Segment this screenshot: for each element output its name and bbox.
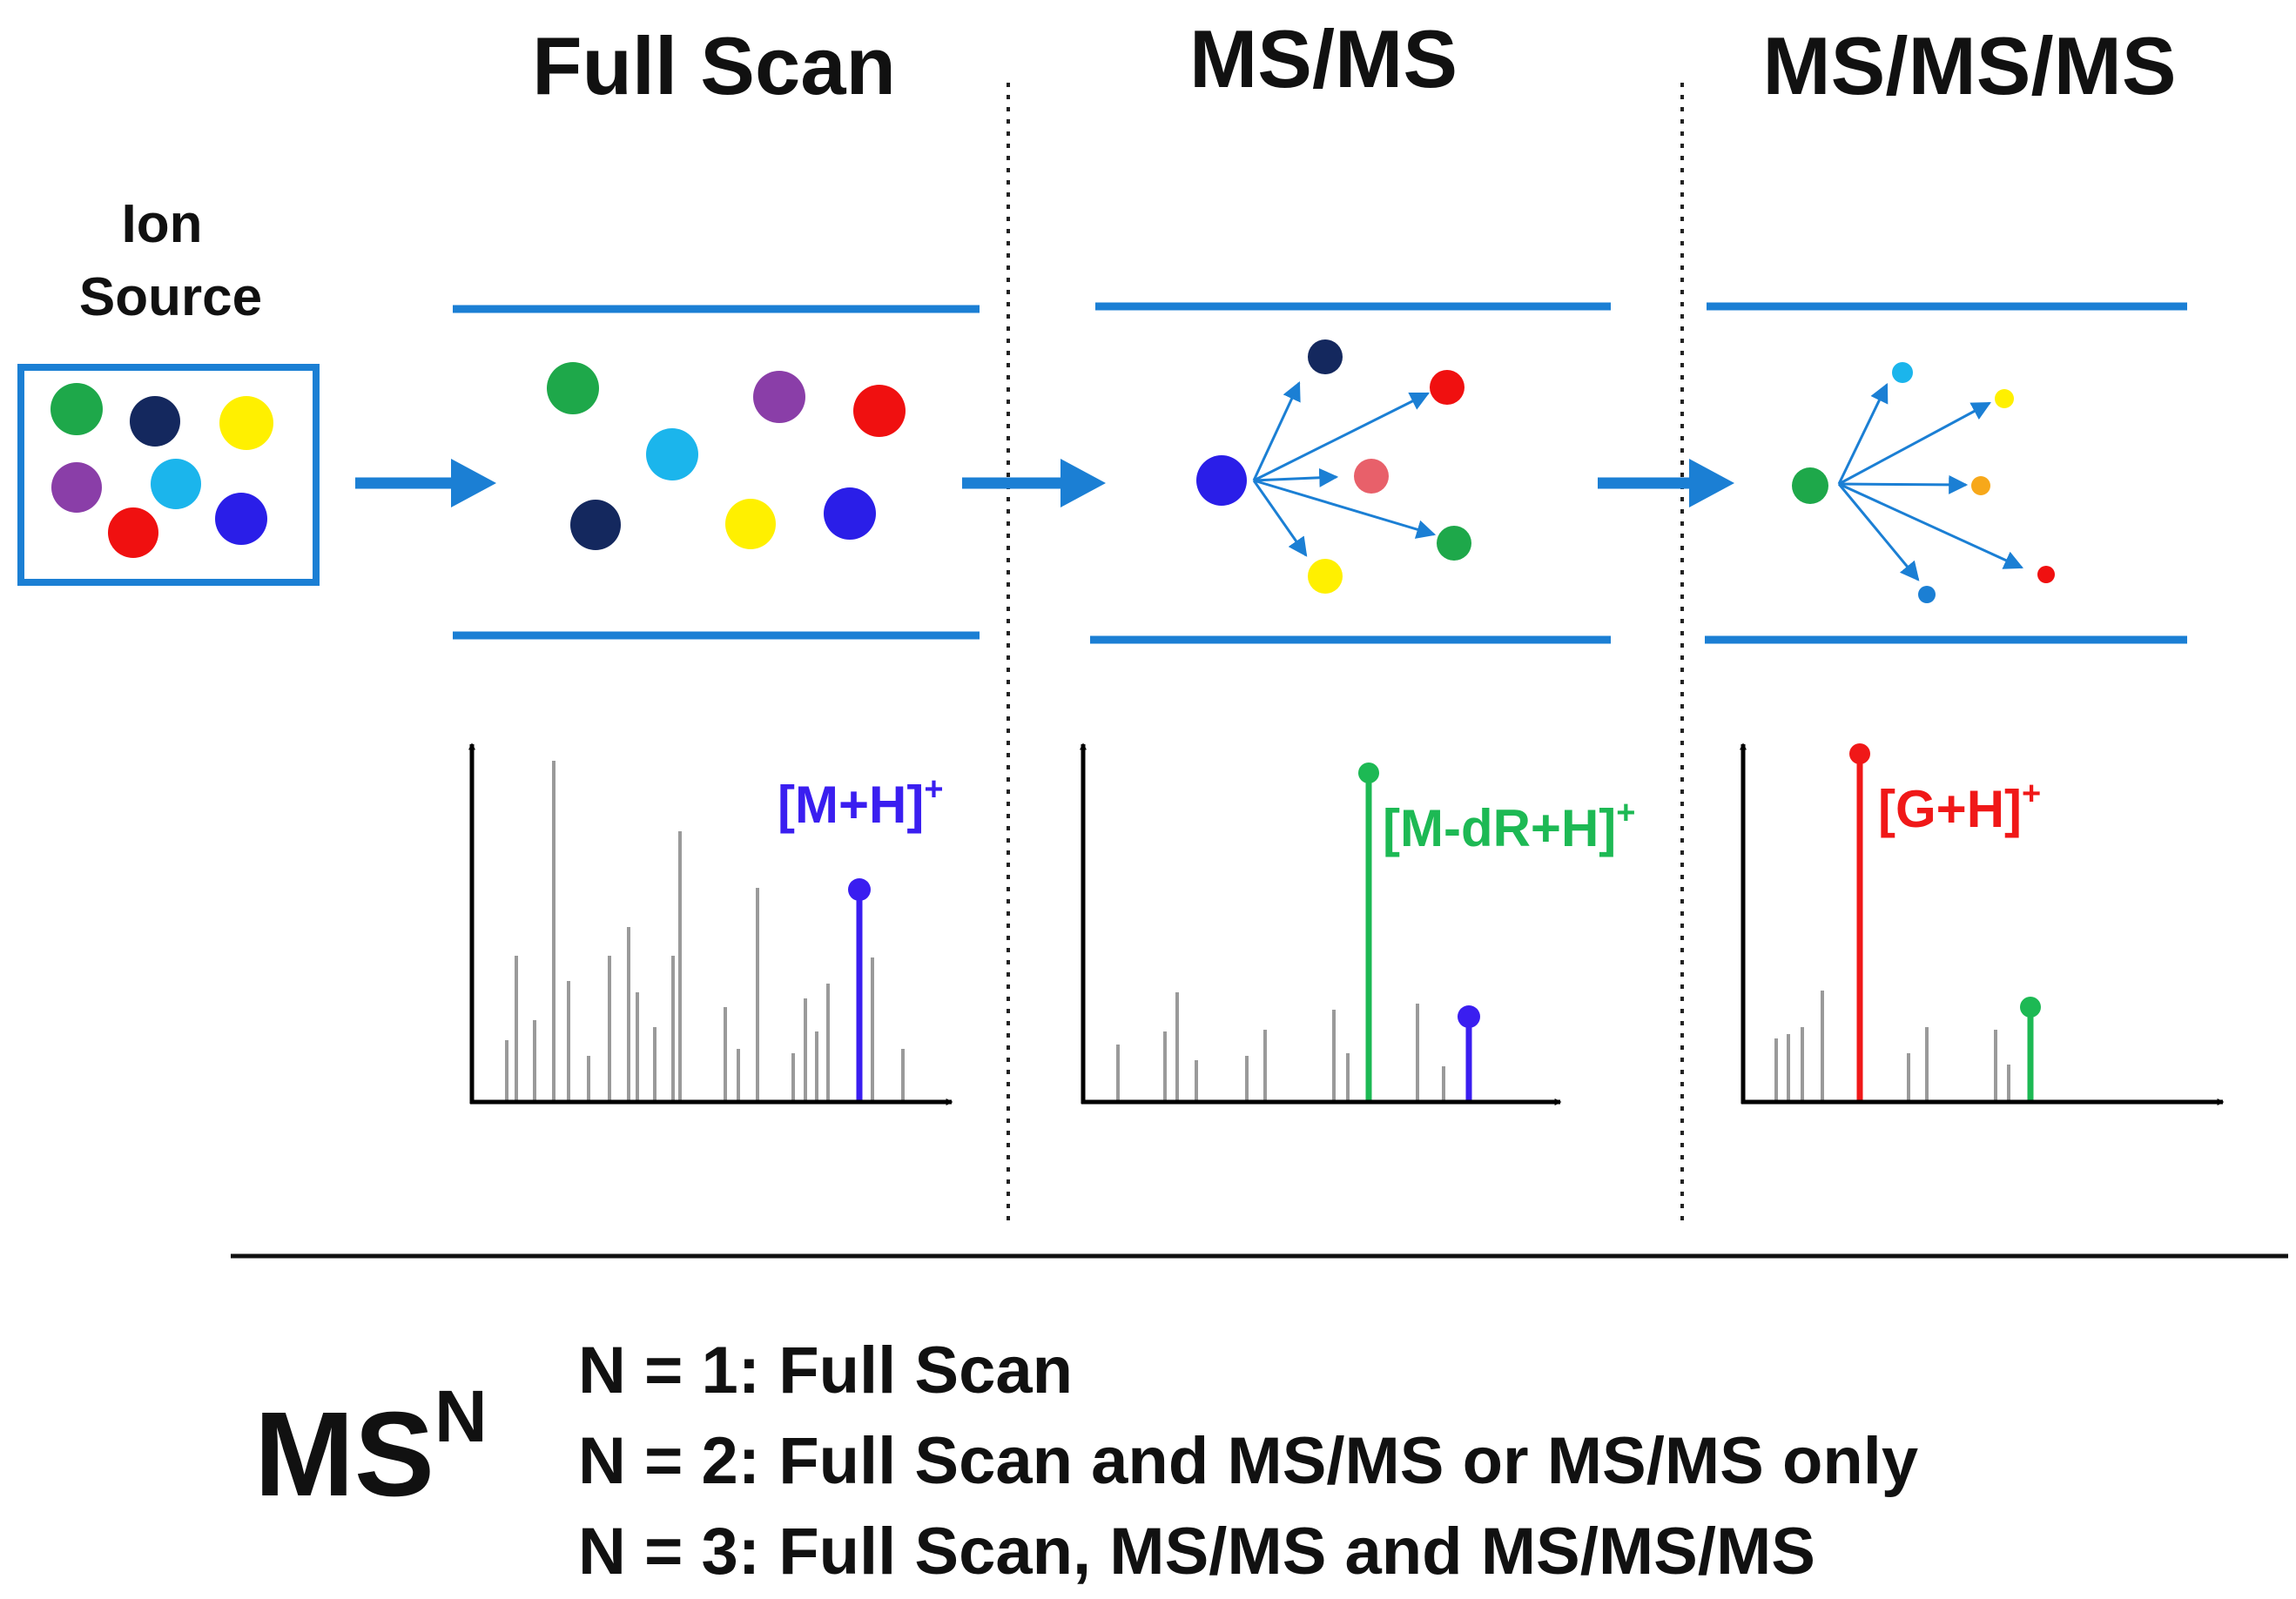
ion-source-label-line2: Source	[79, 267, 262, 327]
fragment-yellow	[1308, 559, 1343, 594]
fragment-blue	[1918, 586, 1936, 603]
legend-line-3: N = 3: Full Scan, MS/MS and MS/MS/MS	[578, 1515, 1815, 1589]
fragment-orange	[1971, 476, 1990, 495]
spectrum-ms-ms: [M-dR+H]+	[1080, 742, 1635, 1105]
analyzer-ms-ms	[1090, 302, 1611, 644]
ion-dot-purple	[51, 462, 102, 513]
spectrum-ms-ms-ms: [G+H]+	[1740, 742, 2225, 1105]
ion-dot-green	[50, 383, 103, 435]
precursor-peak-marker	[1458, 1005, 1480, 1028]
flow-arrow-1	[355, 459, 496, 507]
legend-line-1: N = 1: Full Scan	[578, 1334, 1073, 1408]
spectrum-full-scan: [M+H]+	[468, 742, 953, 1105]
peak-label-full-scan: [M+H]+	[778, 771, 944, 834]
highlight-peak-marker	[1358, 763, 1379, 783]
ion-source: Ion Source	[17, 194, 320, 586]
ion-dot-navy	[570, 500, 621, 550]
precursor-peak-marker	[2020, 997, 2041, 1018]
ion-dot-red	[853, 385, 906, 437]
peak-label-ms-ms: [M-dR+H]+	[1383, 795, 1635, 857]
ion-dot-blue	[824, 487, 876, 540]
fragment-cyan	[1892, 362, 1913, 383]
msn-symbol: MSN	[254, 1375, 488, 1522]
ion-source-box	[17, 364, 320, 586]
ion-dot-red	[108, 507, 158, 558]
ion-dot-yellow	[219, 396, 273, 450]
flow-arrow-2	[962, 459, 1106, 507]
fragment-pink	[1354, 459, 1389, 494]
legend-line-2: N = 2: Full Scan and MS/MS or MS/MS only	[578, 1424, 1918, 1498]
fragment-red	[1430, 370, 1464, 405]
fragment-red	[2037, 566, 2055, 583]
analyzer-ms-ms-ms	[1705, 302, 2187, 644]
fragment-yellow	[1995, 389, 2014, 408]
flow-arrow-3	[1598, 459, 1734, 507]
ion-source-label-line1: Ion	[122, 194, 203, 254]
fragment-green	[1437, 526, 1471, 561]
stage-title-ms-ms-ms: MS/MS/MS	[1762, 20, 2176, 111]
peak-label-ms-ms-ms: [G+H]+	[1878, 776, 2041, 838]
stage-title-ms-ms: MS/MS	[1189, 13, 1458, 104]
ion-dot-navy	[130, 396, 180, 447]
ion-dot-blue	[215, 493, 267, 545]
ion-dot-green	[547, 362, 599, 414]
stage-title-full-scan: Full Scan	[532, 20, 896, 111]
fragment-navy	[1308, 339, 1343, 374]
msn-legend: MSN N = 1: Full Scan N = 2: Full Scan an…	[254, 1334, 1918, 1589]
ion-dot-yellow	[725, 499, 776, 549]
highlight-peak-marker	[1849, 743, 1870, 764]
ion-dot-purple	[753, 371, 805, 423]
precursor-ion-blue	[1196, 455, 1247, 506]
precursor-ion-green	[1792, 467, 1828, 504]
ion-dot-cyan	[646, 428, 698, 480]
highlight-peak-marker	[848, 878, 871, 901]
ion-dot-cyan	[151, 459, 201, 509]
analyzer-full-scan	[453, 305, 980, 640]
